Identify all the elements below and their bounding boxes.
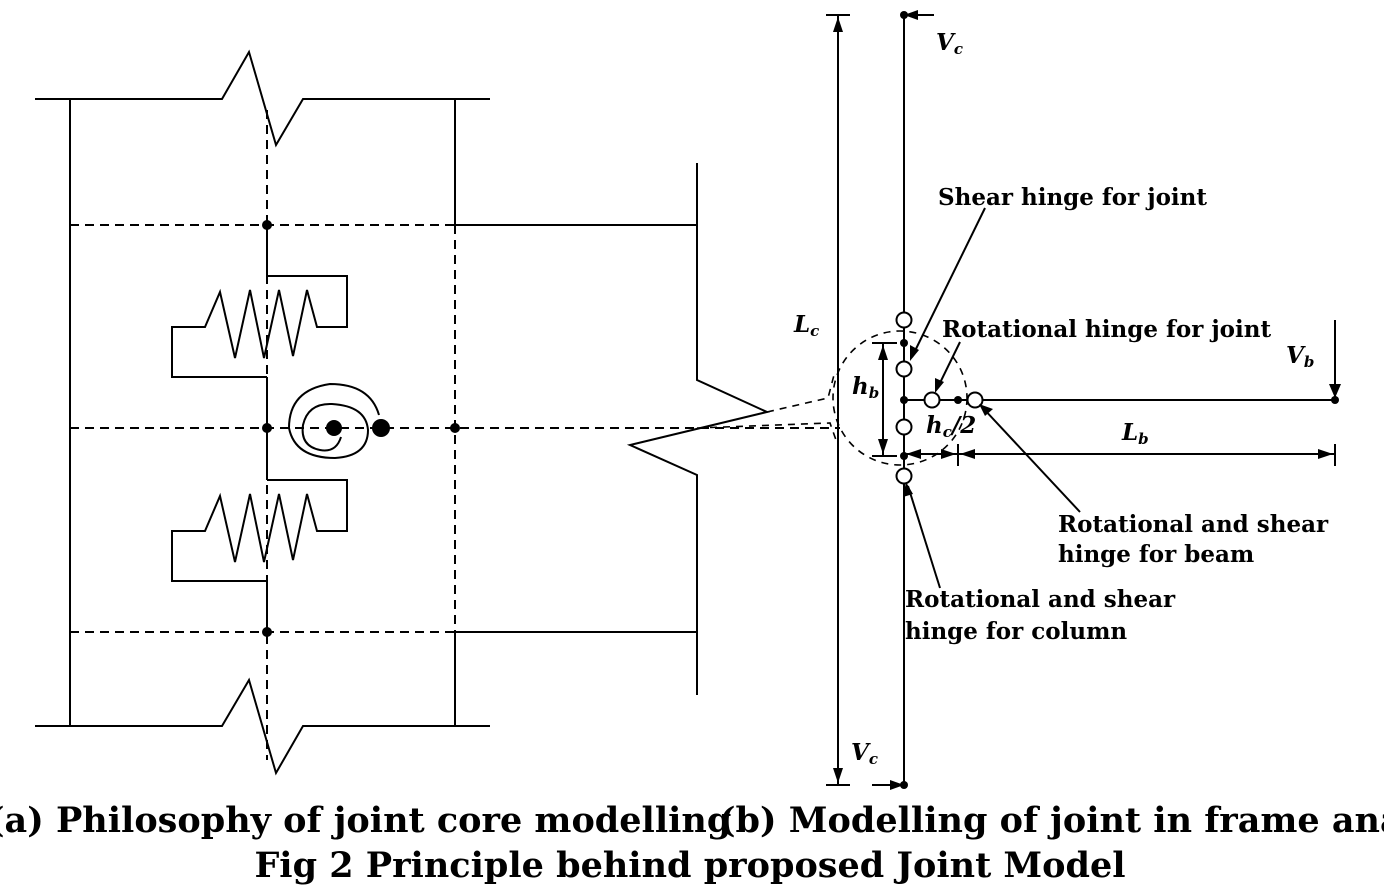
label-hc-half: hc/2 xyxy=(926,412,976,441)
label-rot-shear-col-2: hinge for column xyxy=(905,618,1127,645)
label-rot-shear-beam-1: Rotational and shear xyxy=(1058,511,1329,538)
label-vb: Vb xyxy=(1286,342,1314,371)
label-shear-hinge-joint: Shear hinge for joint xyxy=(938,184,1207,211)
label-rot-hinge-joint: Rotational hinge for joint xyxy=(942,316,1271,343)
label-rot-shear-col-1: Rotational and shear xyxy=(905,586,1176,613)
caption-a: (a) Philosophy of joint core modelling xyxy=(0,800,731,841)
label-lb: Lb xyxy=(1121,419,1149,448)
label-lc: Lc xyxy=(793,311,819,340)
label-hb: hb xyxy=(852,373,879,402)
label-rot-shear-beam-2: hinge for beam xyxy=(1058,541,1254,568)
rotational-spring xyxy=(287,382,380,460)
caption-b: (b) Modelling of joint in frame analysis xyxy=(719,800,1384,841)
shear-spring-bottom xyxy=(171,479,348,582)
figure-caption: Fig 2 Principle behind proposed Joint Mo… xyxy=(254,845,1125,886)
label-vc-top: Vc xyxy=(936,29,963,58)
joint-core-sketch xyxy=(35,49,840,776)
shear-spring-top xyxy=(171,275,348,378)
frame-model xyxy=(696,10,1341,790)
label-vc-bottom: Vc xyxy=(851,739,878,768)
